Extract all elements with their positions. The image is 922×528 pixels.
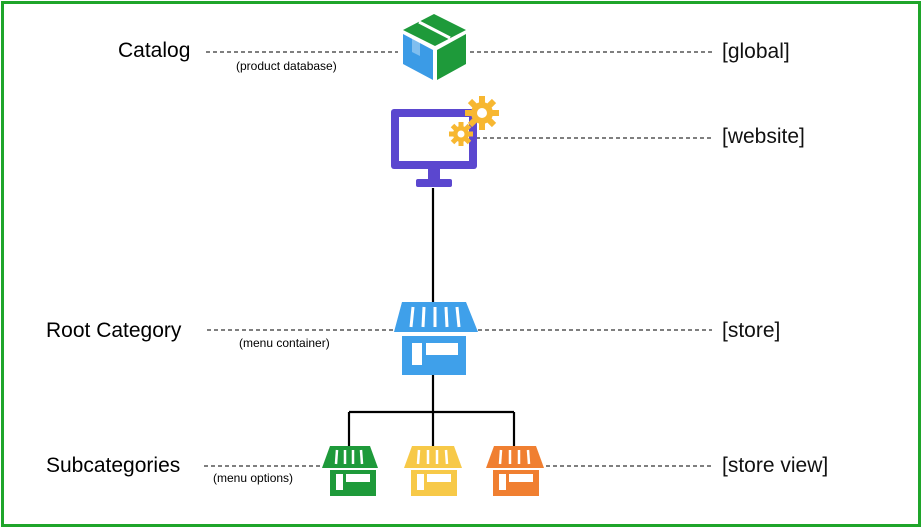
monitor-gears-icon <box>391 96 499 187</box>
subcategories-title: Subcategories <box>46 454 181 477</box>
store-icon-yellow <box>404 446 462 496</box>
subcategories-subtitle: (menu options) <box>213 471 294 485</box>
gear-icon <box>465 96 499 130</box>
scope-website: [website] <box>722 125 805 148</box>
catalog-title: Catalog <box>118 39 191 62</box>
root-category-subtitle: (menu container) <box>239 336 330 350</box>
store-icon-green <box>322 446 378 496</box>
store-icon-root <box>394 302 478 375</box>
small-gear-icon <box>449 122 473 146</box>
root-category-title: Root Category <box>46 319 182 342</box>
tree-lines <box>347 188 516 446</box>
dashed-connectors <box>204 51 712 467</box>
box-icon <box>403 14 466 80</box>
scope-global: [global] <box>722 40 790 63</box>
scope-store: [store] <box>722 319 781 342</box>
catalog-subtitle: (product database) <box>236 59 337 73</box>
scope-store-view: [store view] <box>722 454 829 477</box>
store-icon-orange <box>486 446 544 496</box>
